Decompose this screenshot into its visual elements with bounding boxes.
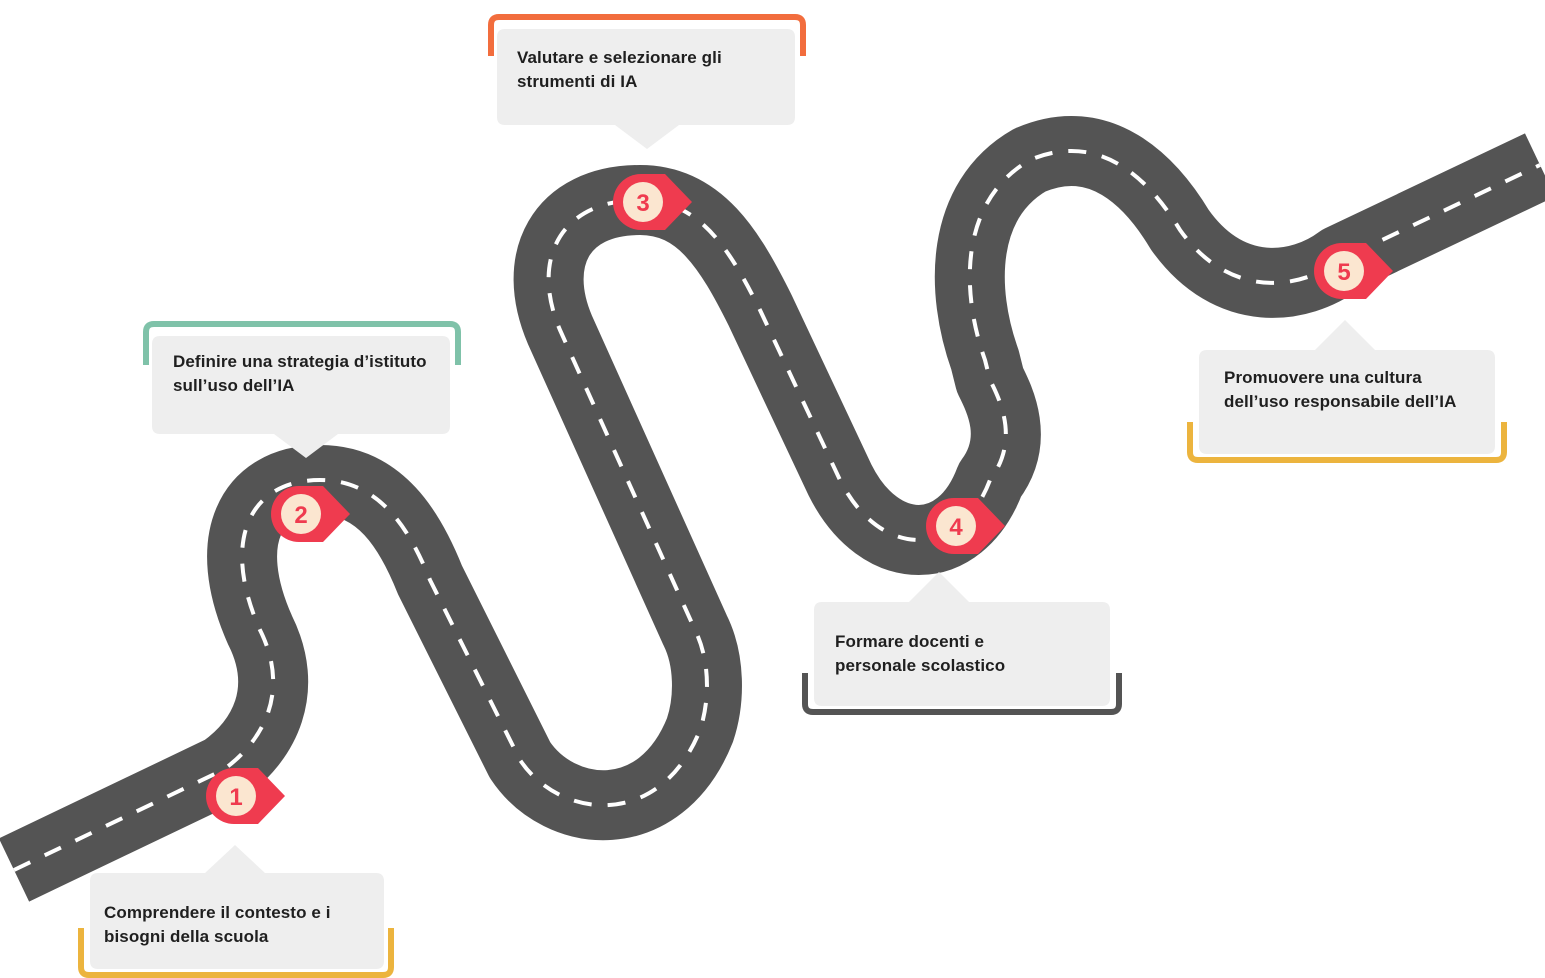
step-5-number: 5 (1337, 259, 1350, 286)
step-1-number: 1 (229, 784, 242, 811)
step-5-callout: Promuovere una cultura dell’uso responsa… (1187, 318, 1507, 464)
step-1-marker: 1 (206, 768, 285, 824)
step-2-number: 2 (294, 502, 307, 529)
step-2-marker: 2 (271, 486, 350, 542)
step-3-callout: Valutare e selezionare gli strumenti di … (487, 13, 807, 153)
step-3-marker: 3 (613, 174, 692, 230)
step-5-callout-shape (1187, 320, 1507, 463)
step-1-label: Comprendere il contesto e i bisogni dell… (104, 903, 331, 946)
step-4-callout-shape (802, 572, 1122, 715)
step-1-marker-inner (216, 776, 256, 816)
step-3-number: 3 (636, 190, 649, 217)
step-2-callout: Definire una strategia d’istituto sull’u… (142, 320, 462, 460)
step-5-marker-inner (1324, 251, 1364, 291)
step-4-marker-inner (936, 506, 976, 546)
step-2-callout-shape (143, 321, 461, 458)
step-2-label: Definire una strategia d’istituto sull’u… (173, 352, 427, 395)
step-4-marker: 4 (926, 498, 1005, 554)
step-3-label: Valutare e selezionare gli strumenti di … (517, 48, 722, 91)
step-4-callout: Formare docenti e personale scolastico (802, 570, 1122, 716)
step-3-callout-shape (488, 14, 806, 149)
step-5-marker: 5 (1314, 243, 1393, 299)
step-3-marker-inner (623, 182, 663, 222)
step-4-label: Formare docenti e personale scolastico (835, 632, 1006, 675)
step-1-callout: Comprendere il contesto e i bisogni dell… (78, 845, 394, 978)
step-5-label: Promuovere una cultura dell’uso responsa… (1224, 368, 1457, 411)
road-center-line (13, 148, 1541, 872)
step-4-number: 4 (949, 514, 963, 541)
step-1-callout-shape (78, 845, 394, 978)
step-2-marker-inner (281, 494, 321, 534)
